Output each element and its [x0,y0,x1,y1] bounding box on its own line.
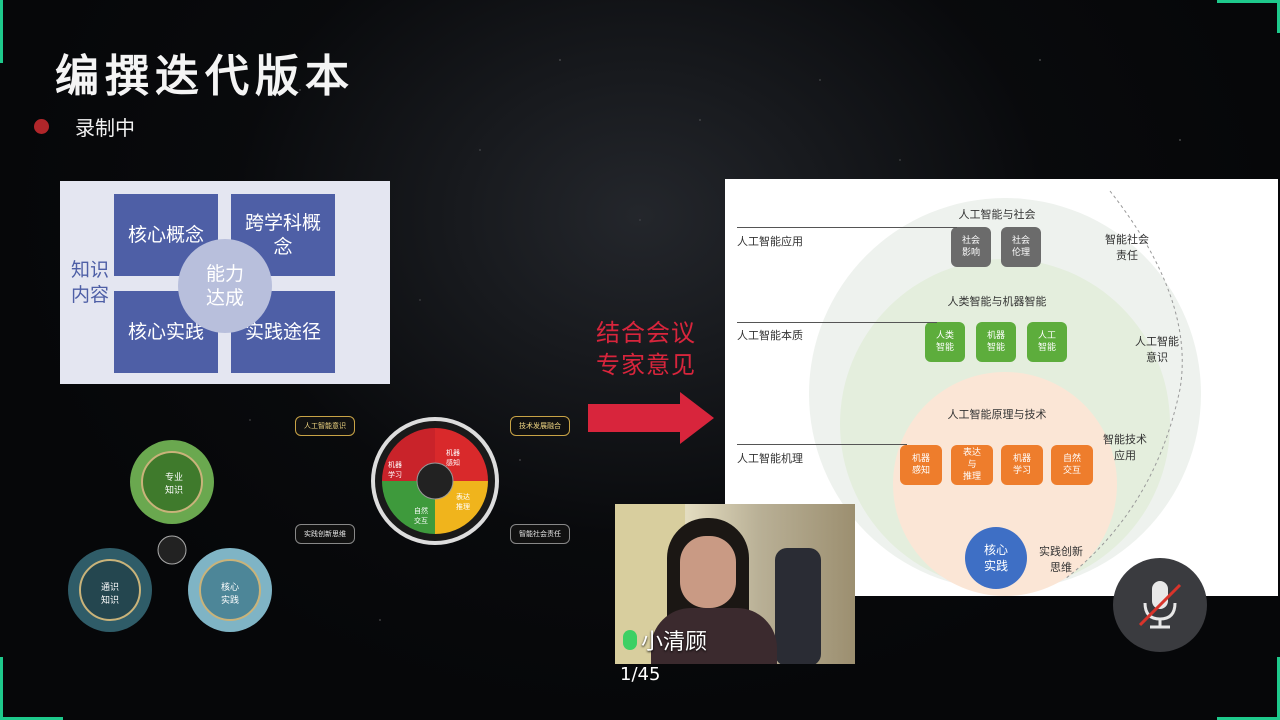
diagram-circles [809,190,1201,596]
outer-ring-title: 人工智能与社会 [958,208,1036,221]
right-label-practice-thinking: 实践创新 思维 [1039,545,1083,574]
right-label-ai-awareness: 人工智能 意识 [1135,335,1179,364]
trefoil-label-top: 专业 知识 [164,473,183,496]
right-arrow-icon [588,392,714,444]
chip-natural-interaction: 自然 交互 [1051,445,1093,485]
pill-practice-thinking: 实践创新思维 [295,524,355,544]
wheel-diagram [371,417,499,545]
recording-dot-icon [34,119,49,134]
trefoil-diagram [68,440,272,632]
left-label-essence: 人工智能本质 [737,329,803,342]
left-label-mechanism: 人工智能机理 [737,452,803,465]
wheel-seg-perception [435,428,488,481]
wheel-seg-interaction [382,481,435,534]
participant-name-tag: 小清顾 [623,624,707,656]
wheel-seg-learning [382,428,435,481]
pill-ai-awareness: 人工智能意识 [295,416,355,436]
framework-center: 能力 达成 [178,239,272,333]
video-face [680,536,736,608]
mute-toggle-button[interactable] [1113,558,1207,652]
chip-machine-perception: 机器 感知 [900,445,942,485]
chip-machine-learning: 机器 学习 [1001,445,1043,485]
recording-label: 录制中 [75,116,135,140]
chip-representation-reasoning: 表达 与 推理 [951,445,993,485]
video-chair [775,548,821,664]
trefoil-node-right-inner [199,559,261,621]
wheel-label-reasoning: 表达 推理 [456,493,470,511]
right-label-social-responsibility: 智能社会 责任 [1105,233,1149,262]
wheel-seg-reasoning [435,481,488,534]
left-label-application: 人工智能应用 [737,235,803,248]
guide-line [737,322,937,323]
framework-side-label: 知识 内容 [70,259,109,306]
pill-social-responsibility: 智能社会责任 [510,524,570,544]
mic-on-icon [623,630,637,650]
corner-marker [0,0,3,63]
corner-marker [1217,0,1280,33]
slide-title: 编撰迭代版本 [55,51,355,102]
quadrant-core-practice: 核心实践 [114,291,218,373]
core-practice-circle: 核心 实践 [965,527,1027,589]
video-body [651,608,777,664]
dashed-arc [1064,190,1183,580]
chip-social-ethics: 社会 伦理 [1001,227,1041,267]
wheel-label-interaction: 自然 交互 [414,507,428,525]
guide-line [737,227,957,228]
chip-artificial-intelligence: 人工 智能 [1027,322,1067,362]
chip-social-impact: 社会 影响 [951,227,991,267]
page-counter: 1/45 [620,664,661,685]
recording-indicator: 录制中 [34,112,135,141]
trefoil-node-top-inner [141,451,203,513]
right-label-tech-application: 智能技术 应用 [1103,433,1147,462]
participant-video-tile[interactable]: 小清顾 [615,504,855,664]
person-icon [157,535,187,565]
wheel-label-learning: 机器 学习 [388,461,402,479]
corner-marker [0,657,63,720]
trefoil-label-right: 核心 实践 [220,583,239,606]
middle-ring-title: 人类智能与机器智能 [947,295,1047,308]
chip-human-intelligence: 人类 智能 [925,322,965,362]
trefoil-node-left-inner [79,559,141,621]
trefoil-label-left: 通识 知识 [100,583,119,606]
chip-machine-intelligence: 机器 智能 [976,322,1016,362]
mic-off-icon [1138,581,1182,629]
guide-line [737,444,907,445]
framework-panel: 知识 内容 核心概念 跨学科概 念 核心实践 实践途径 能力 达成 [60,181,390,384]
merge-text: 结合会议 专家意见 [596,319,696,379]
pill-tech-fusion: 技术发展融合 [510,416,570,436]
participant-name: 小清顾 [641,630,708,655]
wheel-center [416,462,454,500]
corner-marker [1217,657,1280,720]
inner-ring-title: 人工智能原理与技术 [947,408,1047,421]
wheel-label-perception: 机器 感知 [446,449,460,467]
